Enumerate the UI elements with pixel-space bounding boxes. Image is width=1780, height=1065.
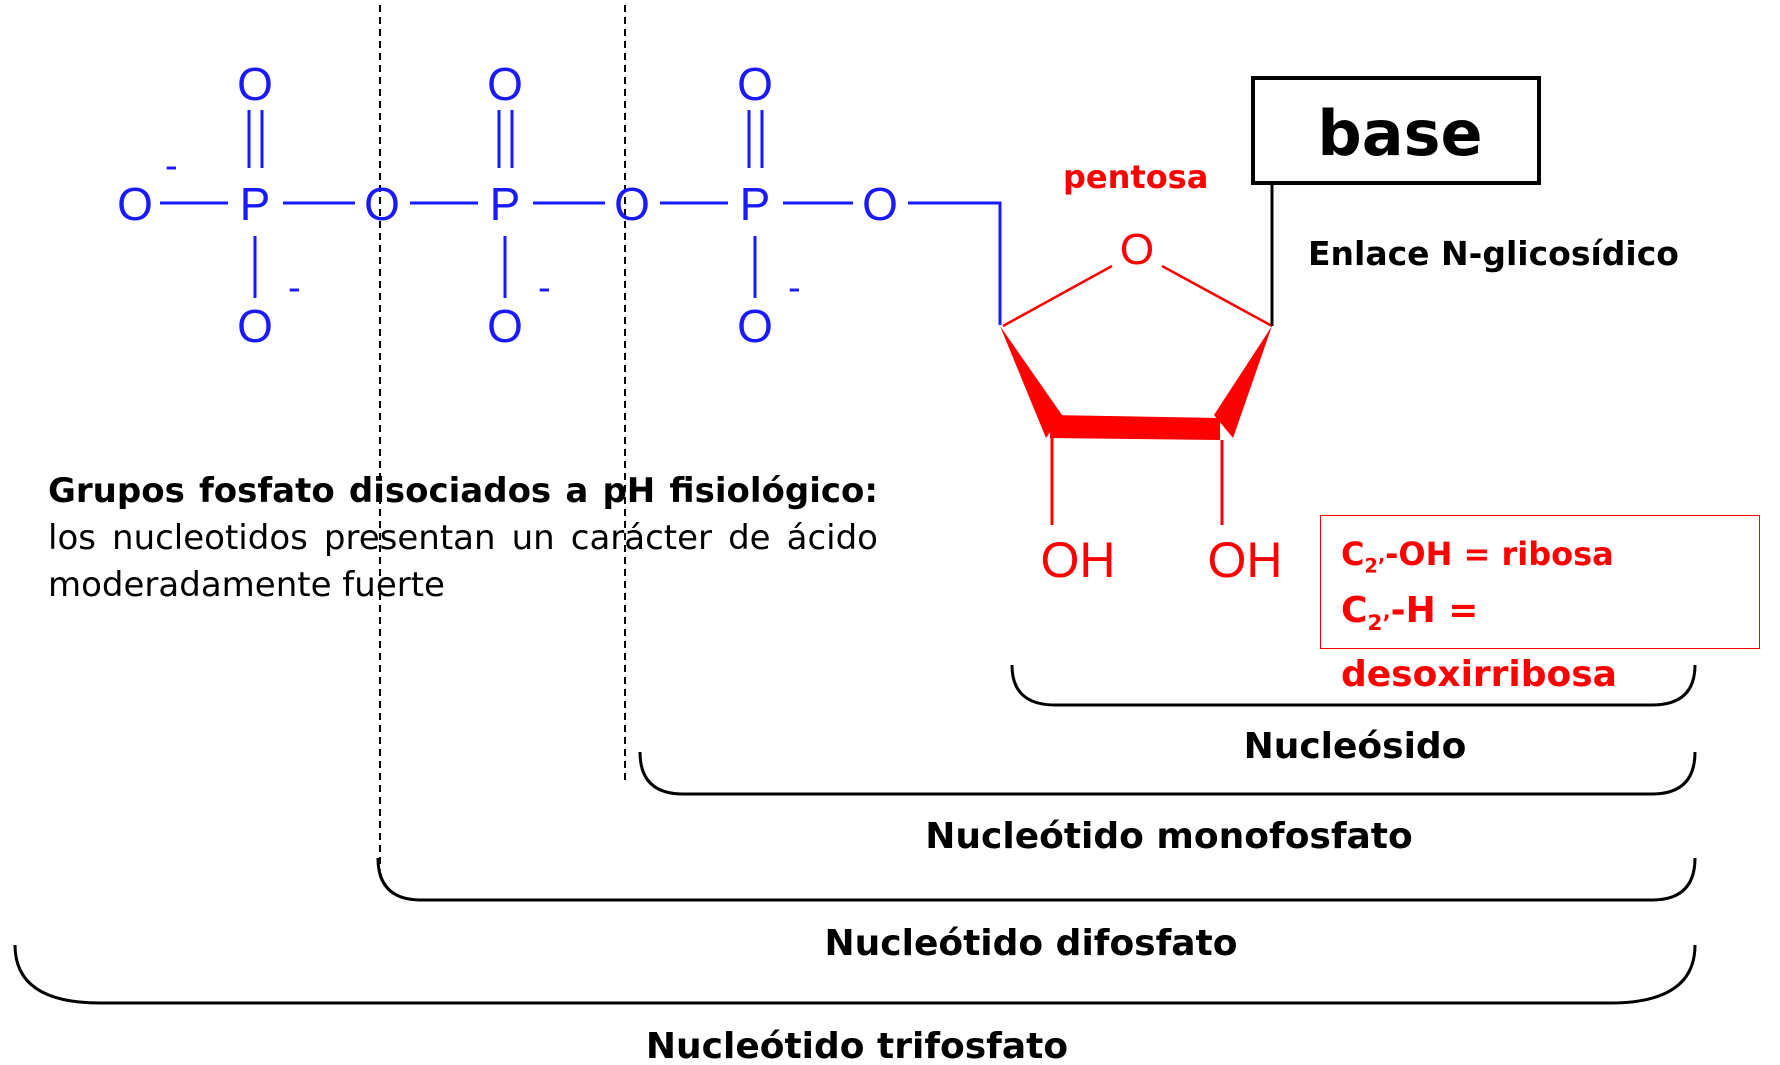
bridge-oxygen-1: O — [364, 178, 400, 230]
oxygen-double: O — [487, 58, 523, 110]
hydroxyl-3: OH — [1041, 532, 1116, 588]
base-box — [1251, 76, 1541, 185]
ribose-line: C2’-OH = ribosa — [1341, 535, 1614, 578]
terminal-oxygen: O — [117, 178, 153, 230]
sugar-type-box: C2’-OH = ribosa C2’-H = desoxirribosa — [1320, 515, 1760, 695]
monophosphate-label: Nucleótido monofosfato — [925, 816, 1413, 857]
phosphorus: P — [740, 178, 771, 230]
bridge-oxygens: O - O O O — [117, 145, 898, 230]
phosphorus: P — [240, 178, 271, 230]
charge-minus: - — [538, 267, 551, 309]
pentose-label: pentosa — [1063, 158, 1208, 196]
oxygen-ion: O — [487, 300, 523, 352]
oxygen-double: O — [737, 58, 773, 110]
hydroxyl-2: OH — [1208, 532, 1283, 588]
phosphate-group-1: O P O - — [237, 58, 301, 352]
description-bold: Grupos fosfato disociados a pH fisiológi… — [48, 471, 878, 511]
phosphate-group-2: O P O - — [487, 58, 551, 352]
brackets — [13, 664, 1697, 1005]
bridge-oxygen-2: O — [614, 178, 650, 230]
deoxyribose-line: C2’-H = desoxirribosa — [1341, 590, 1617, 695]
pentose-ring: O OH OH pentosa — [1000, 158, 1283, 588]
oxygen-double: O — [237, 58, 273, 110]
ring-oxygen: O — [1120, 225, 1154, 274]
phosphate-bonds — [160, 110, 1002, 325]
phosphorus: P — [490, 178, 521, 230]
diphosphate-label: Nucleótido difosfato — [825, 923, 1238, 964]
oxygen-ion: O — [237, 300, 273, 352]
description-text: los nucleotidos presentan un carácter de… — [48, 518, 878, 605]
triphosphate-label: Nucleótido trifosfato — [646, 1026, 1068, 1065]
phosphate-group-3: O P O - — [737, 58, 801, 352]
phosphate-description: Grupos fosfato disociados a pH fisiológi… — [48, 468, 878, 609]
oxygen-ion: O — [737, 300, 773, 352]
terminal-charge-minus: - — [165, 145, 178, 187]
nucleoside-label: Nucleósido — [1244, 726, 1467, 767]
charge-minus: - — [288, 267, 301, 309]
glycosidic-bond-label: Enlace N-glicosídico — [1308, 234, 1679, 273]
ester-oxygen: O — [862, 178, 898, 230]
charge-minus: - — [788, 267, 801, 309]
base-label: base — [1317, 97, 1482, 170]
